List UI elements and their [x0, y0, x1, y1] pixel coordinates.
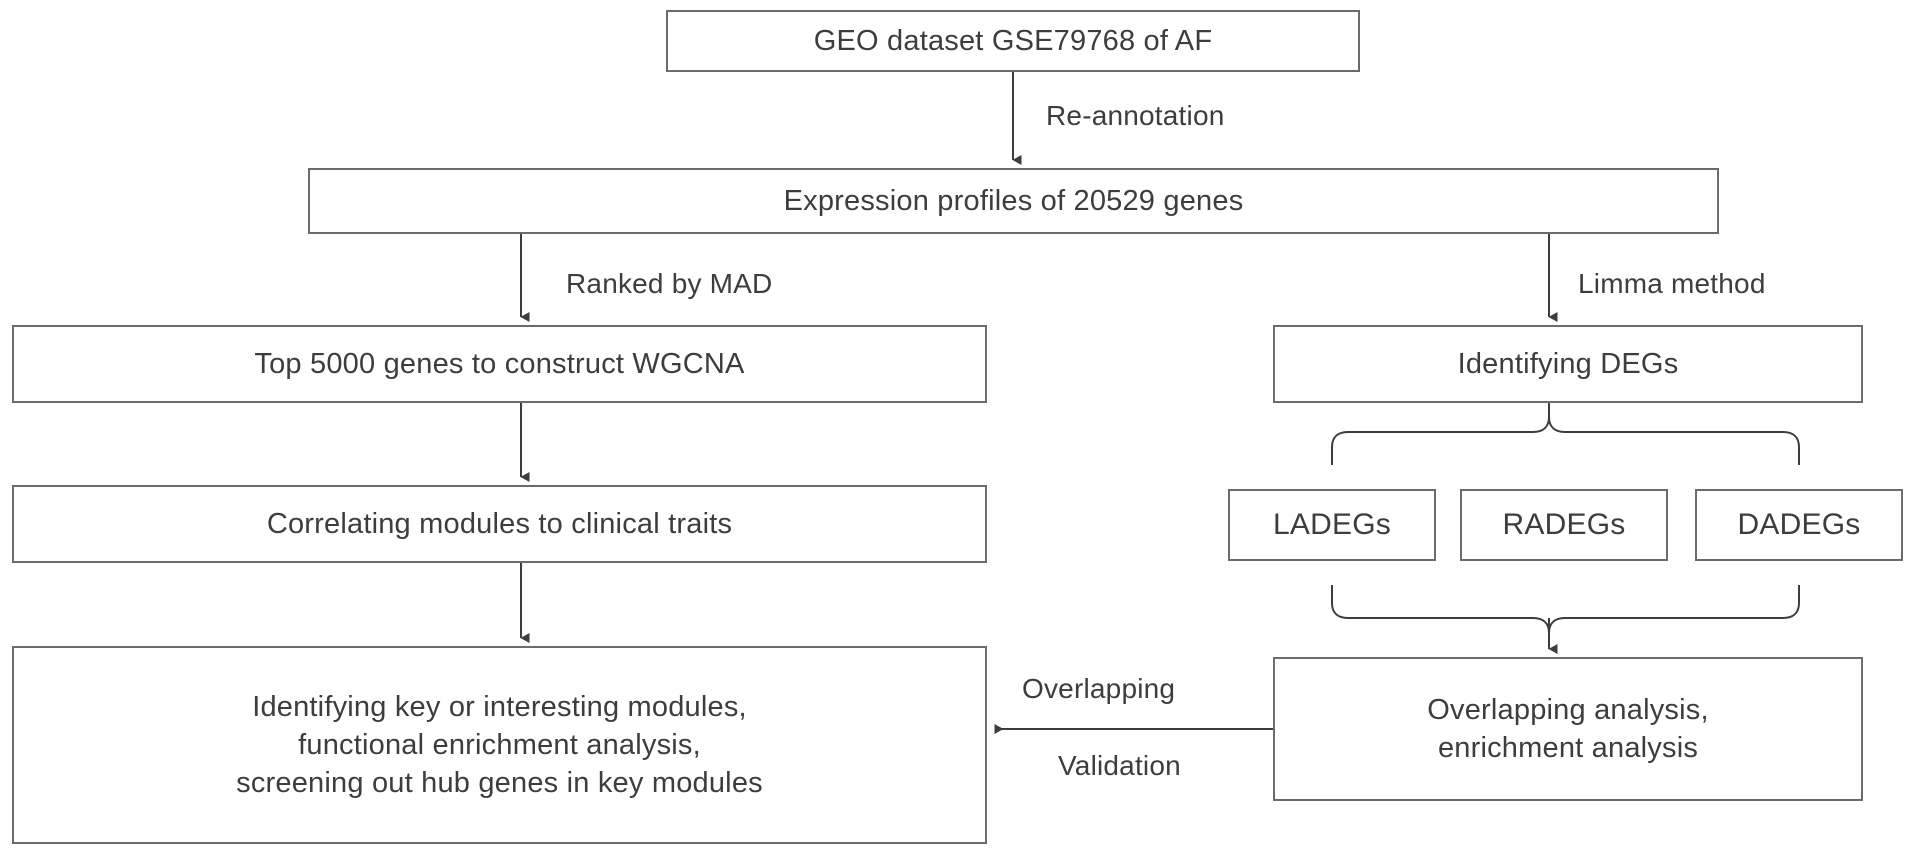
edge-label-overlapping: Overlapping — [1022, 673, 1176, 704]
node-identifying-degs: Identifying DEGs — [1273, 325, 1863, 403]
edge-label-limma-method: Limma method — [1578, 268, 1766, 299]
node-dadegs: DADEGs — [1695, 489, 1903, 561]
node-identifying-key-modules: Identifying key or interesting modules, … — [12, 646, 987, 844]
edge-label-validation: Validation — [1058, 750, 1181, 781]
connector-degs-brace-bottom — [1331, 585, 1800, 649]
node-overlapping-analysis: Overlapping analysis, enrichment analysi… — [1273, 657, 1863, 801]
node-correlating-modules: Correlating modules to clinical traits — [12, 485, 987, 563]
edge-label-ranked-by-mad: Ranked by MAD — [566, 268, 773, 299]
node-geo-dataset: GEO dataset GSE79768 of AF — [666, 10, 1360, 72]
node-radegs: RADEGs — [1460, 489, 1668, 561]
node-expression-profiles: Expression profiles of 20529 genes — [308, 168, 1719, 234]
node-top-5000-genes-wgcna: Top 5000 genes to construct WGCNA — [12, 325, 987, 403]
node-ladegs: LADEGs — [1228, 489, 1436, 561]
edge-label-reannotation: Re-annotation — [1046, 100, 1225, 131]
connector-degs-brace-top — [1331, 403, 1800, 465]
